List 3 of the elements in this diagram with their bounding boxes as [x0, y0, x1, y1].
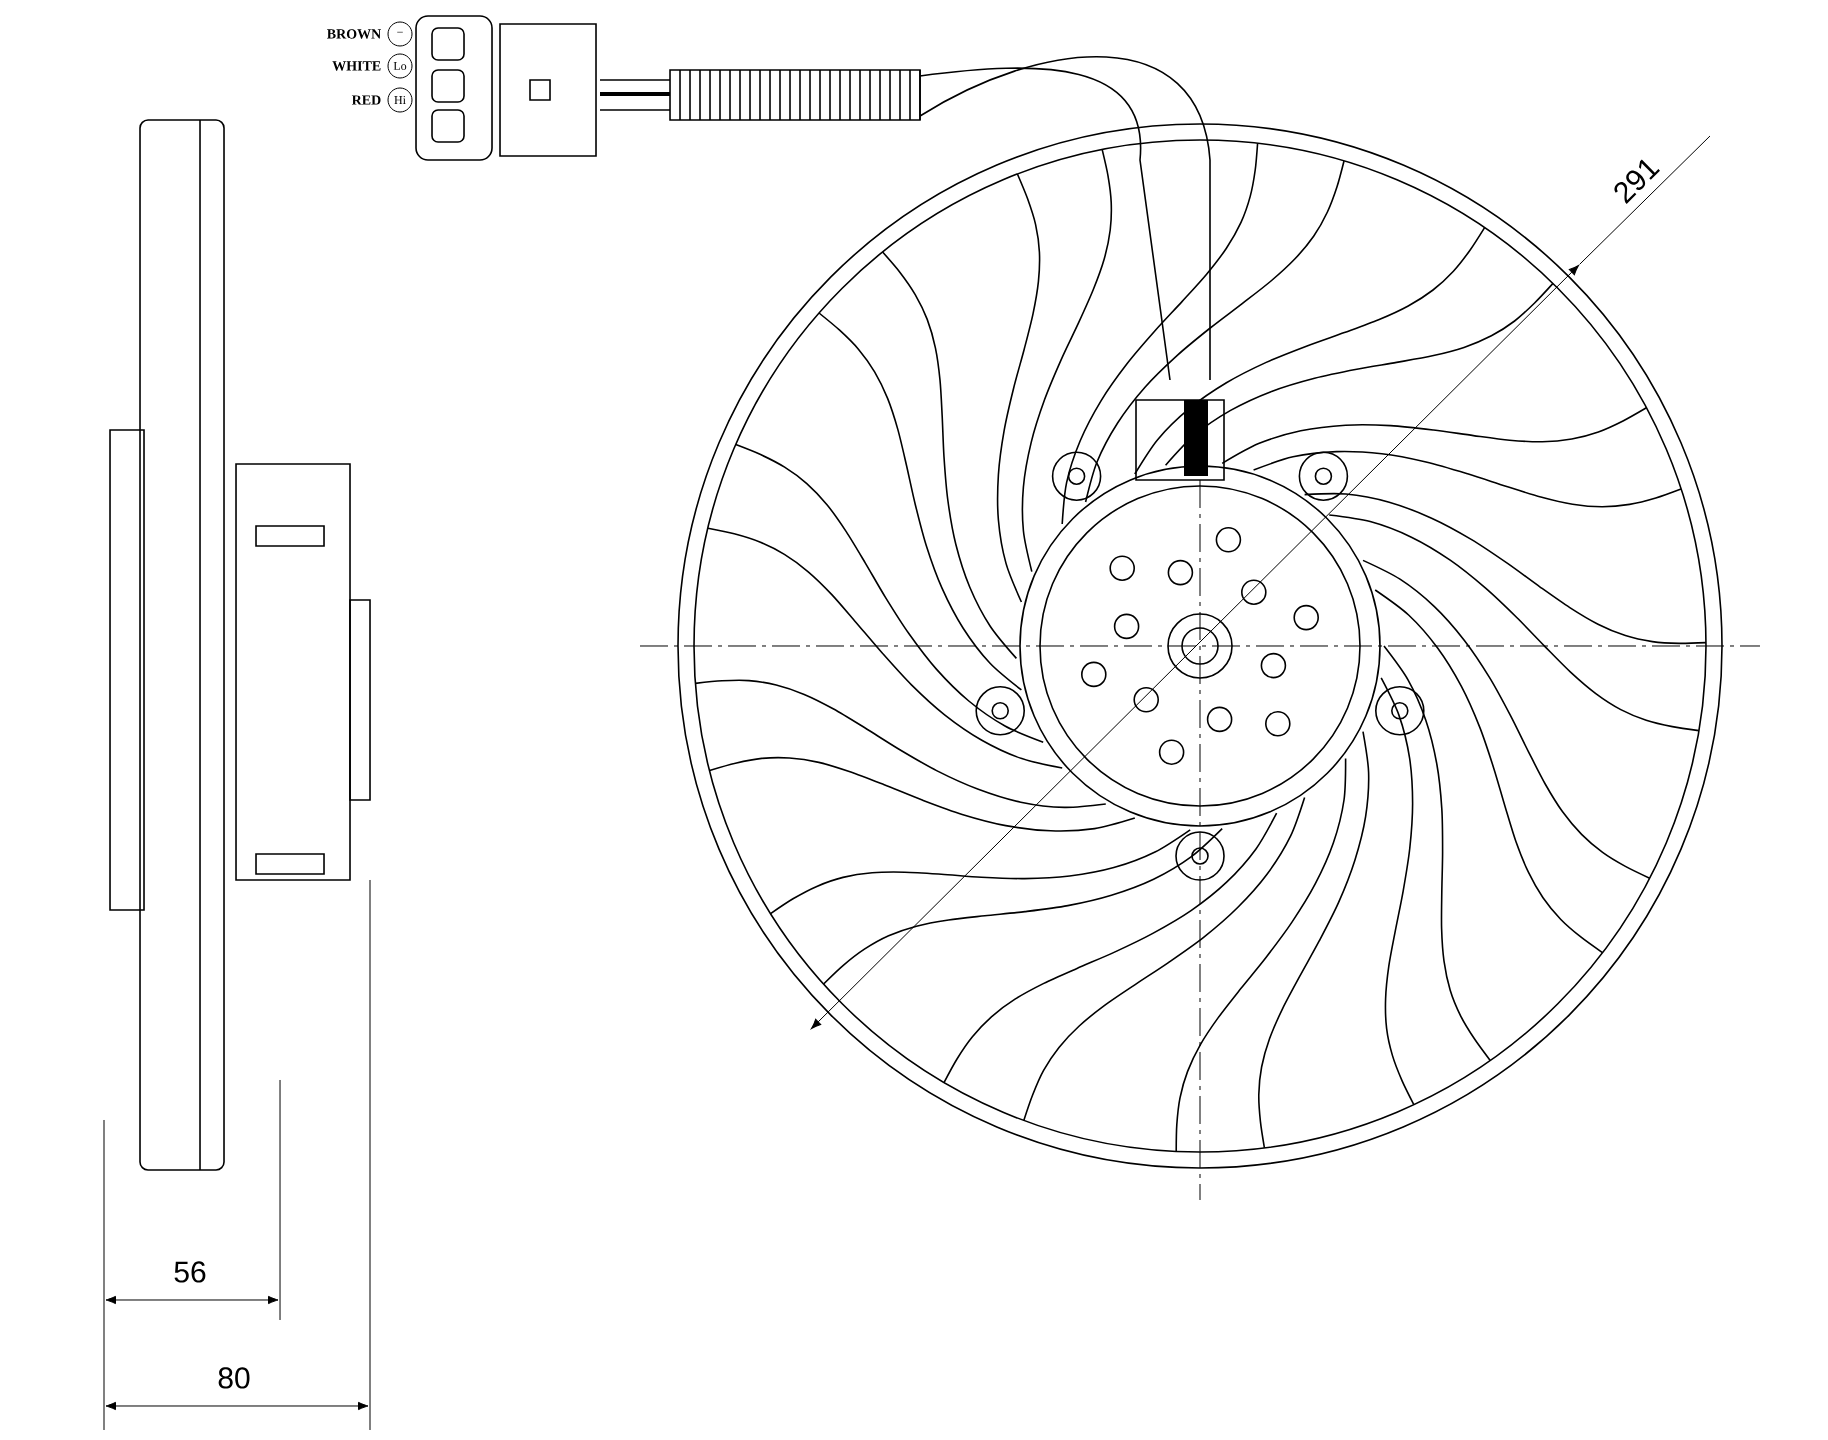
dimension-value: 291	[1614, 159, 1660, 204]
dimension-value: 80	[218, 1367, 250, 1389]
dimension-value: 56	[174, 1261, 206, 1283]
